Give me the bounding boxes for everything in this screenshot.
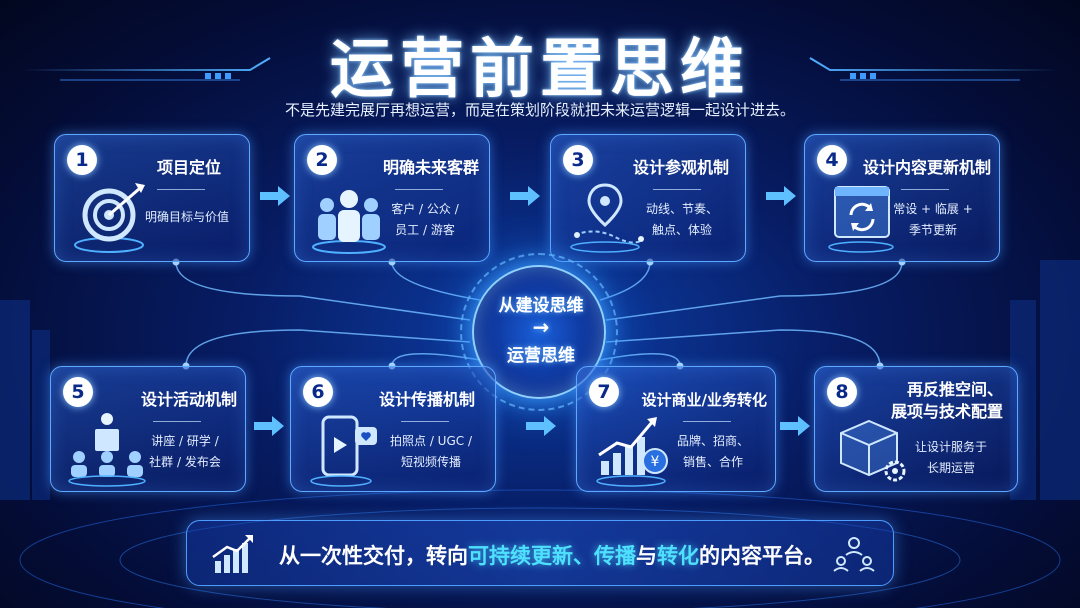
step-divider [901,189,949,190]
team-network-icon [833,537,875,572]
step-card-4: 4 设计内容更新机制 常设 + 临展 + 季节更新 [804,134,1000,262]
step-divider [157,189,205,190]
step-card-7: 7 设计商业/业务转化 品牌、招商、 销售、合作 ¥ [576,366,776,492]
arrow-right-icon [526,416,556,436]
step-number: 5 [63,377,93,407]
page-subtitle: 不是先建完展厅再想运营，而是在策划阶段就把未来运营逻辑一起设计进去。 [284,101,795,119]
step-number: 3 [563,145,593,175]
step-desc: 明确目标与价值 [144,210,229,224]
bar-chart-growth-icon [212,535,253,573]
step-divider [395,189,443,190]
arrow-right-icon [766,186,796,206]
step-number: 4 [817,145,847,175]
step-card-2: 2 明确未来客群 客户 / 公众 / 员工 / 游客 [294,134,490,262]
people-group-icon [312,190,386,254]
step-title: 设计内容更新机制 [862,158,991,177]
step-card-1: 1 项目定位 明确目标与价值 [54,134,250,262]
step-desc: 拍照点 / UGC / 短视频传播 [390,434,472,469]
arrow-right-icon [780,416,810,436]
step-divider [683,421,731,422]
step-desc: 客户 / 公众 / 员工 / 游客 [391,202,459,237]
hub-line-2: 运营思维 [507,346,575,366]
podium-audience-icon [68,413,146,487]
arrow-right-icon [510,186,540,206]
step-card-6: 6 设计传播机制 拍照点 / UGC / 短视频传播 [290,366,496,492]
step-card-3: 3 设计参观机制 动线、节奏、 触点、体验 [550,134,746,262]
step-title: 再反推空间、 展项与技术配置 [890,380,1003,421]
step-divider [653,189,701,190]
page-title: 运营前置思维 [330,33,750,107]
step-title: 设计传播机制 [378,390,475,409]
summary-banner: 从一次性交付，转向可持续更新、传播与转化的内容平台。 [186,520,894,586]
growth-yuan-icon: ¥ [596,417,668,487]
phone-media-icon [310,415,377,487]
step-card-5: 5 设计活动机制 讲座 / 研学 / 社群 / 发布会 [50,366,246,492]
step-desc: 让设计服务于 长期运营 [914,440,987,475]
refresh-window-icon [828,186,894,253]
step-title: 明确未来客群 [382,158,479,177]
summary-text: 从一次性交付，转向可持续更新、传播与转化的内容平台。 [279,544,825,568]
target-icon [74,183,145,253]
step-number: 7 [589,377,619,407]
step-card-8: 8 再反推空间、 展项与技术配置 让设计服务于 长期运营 [814,366,1018,492]
step-divider [401,421,449,422]
step-desc: 常设 + 临展 + 季节更新 [893,202,973,237]
step-number: 2 [307,145,337,175]
step-desc: 讲座 / 研学 / 社群 / 发布会 [149,434,221,469]
step-number: 6 [303,377,333,407]
step-number: 8 [827,377,857,407]
step-number: 1 [67,145,97,175]
arrow-right-icon [260,186,290,206]
step-divider [153,421,201,422]
svg-text:¥: ¥ [651,454,660,470]
step-desc: 动线、节奏、 触点、体验 [645,202,718,237]
step-desc: 品牌、招商、 销售、合作 [676,434,749,469]
step-title: 设计活动机制 [140,390,237,409]
step-title: 设计参观机制 [632,158,729,177]
step-title: 设计商业/业务转化 [641,391,767,409]
hub-line-1: 从建设思维 [498,296,584,316]
hub-arrow: → [532,315,550,339]
step-title: 项目定位 [156,158,221,177]
cube-gear-icon [840,419,906,482]
route-pin-icon [570,183,644,253]
hub-ring [460,253,618,411]
arrow-right-icon [254,416,284,436]
